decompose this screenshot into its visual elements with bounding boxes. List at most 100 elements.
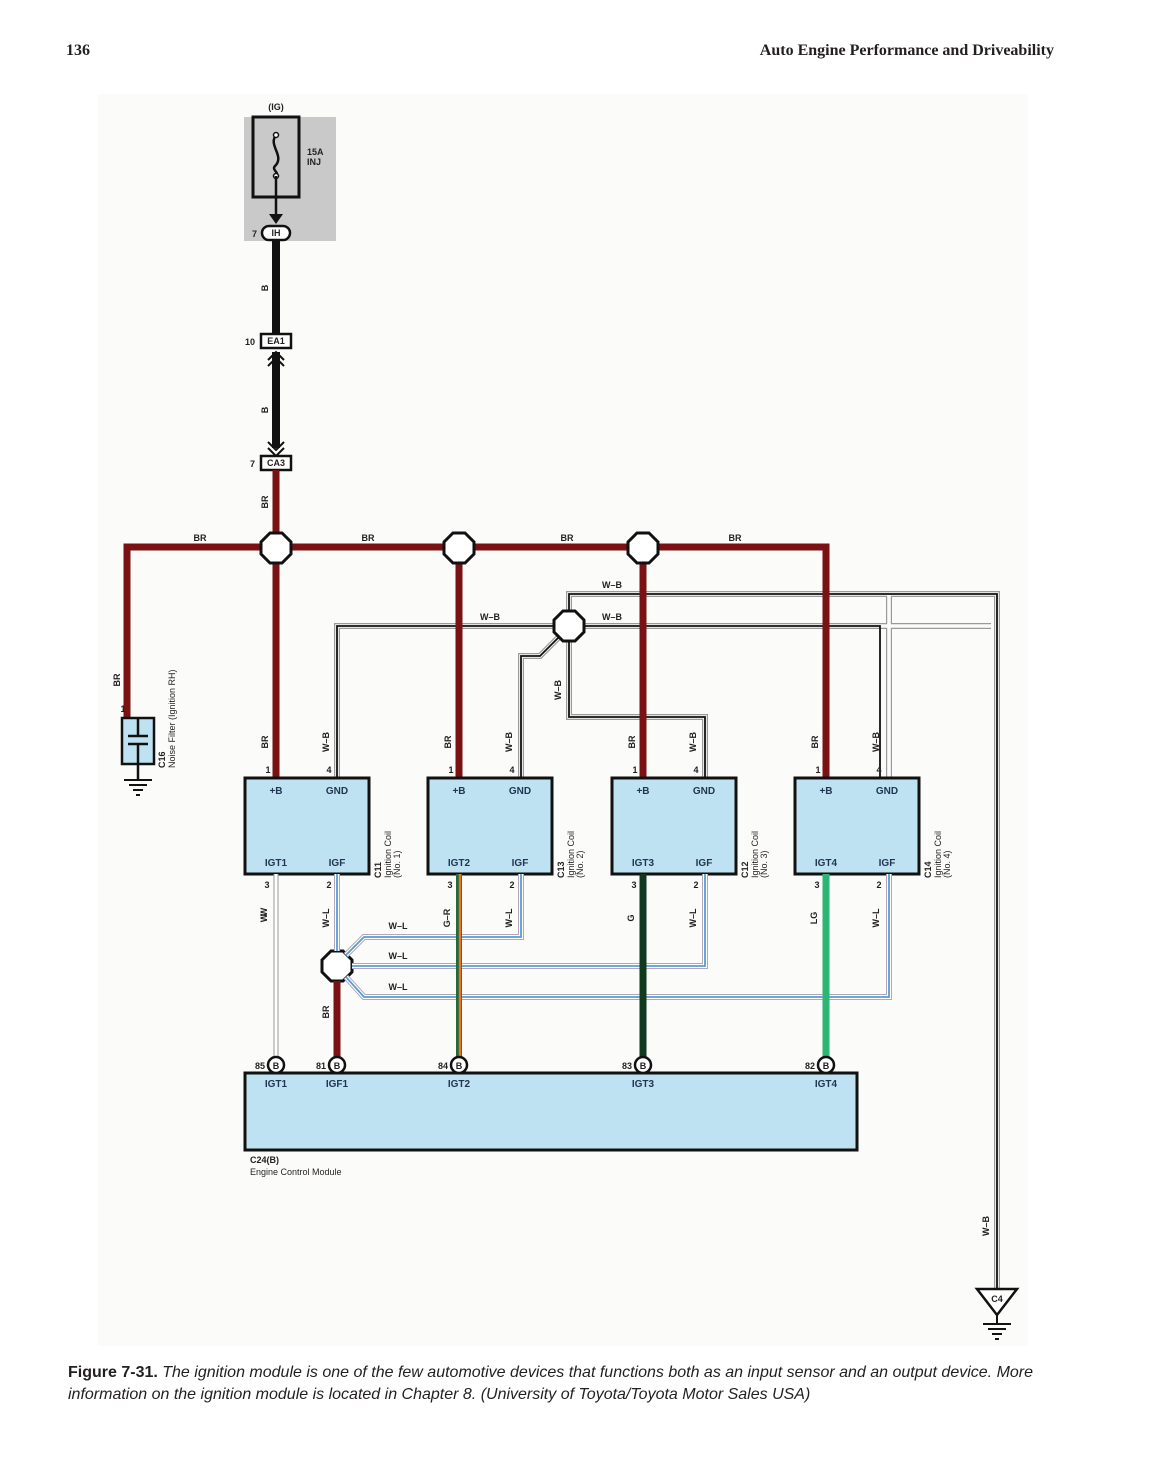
ecm-pin-number: 85 (255, 1061, 265, 1071)
pin-igt: 3 (447, 880, 452, 890)
wire-label-wb-top: W–B (602, 580, 623, 590)
wire-label-br-trunk: BR (260, 495, 270, 508)
wire-label-br-coil: BR (627, 735, 637, 748)
pin-igf: 2 (509, 880, 514, 890)
figure-caption-text: The ignition module is one of the few au… (68, 1364, 1034, 1403)
ground-point-triangle (974, 1287, 1020, 1318)
ecm-terminal-label: IGT2 (448, 1079, 471, 1090)
coil-code: C13 (556, 861, 566, 878)
wire-label-br-4: BR (729, 533, 742, 543)
wire-label-wb-coil: W–B (504, 732, 514, 753)
terminal-igf: IGF (696, 858, 713, 869)
coil-number: (No. 4) (942, 850, 952, 878)
pin-b: 1 (815, 765, 820, 775)
ca3-pin: 7 (250, 459, 255, 469)
terminal-plus-b: +B (819, 786, 832, 797)
ground-point-code: C4 (991, 1294, 1003, 1304)
pin-b: 1 (632, 765, 637, 775)
page-header: 136 Auto Engine Performance and Driveabi… (0, 40, 1156, 66)
ecm-connector-letter: B (334, 1061, 341, 1071)
ecm-connector-letter: B (640, 1061, 647, 1071)
pin-igt: 3 (631, 880, 636, 890)
wire-label-br-2: BR (362, 533, 375, 543)
coil-code: C12 (740, 861, 750, 878)
wire-label-wl-2: W–L (389, 951, 409, 961)
ecm-pin-number: 84 (438, 1061, 448, 1071)
wire-label-wb-mid-left: W–B (480, 612, 501, 622)
splice-1 (259, 531, 293, 565)
wire-label-br-filter: BR (112, 673, 122, 686)
coil-number: (No. 2) (575, 850, 585, 878)
coil-name: Ignition Coil (566, 831, 576, 878)
terminal-plus-b: +B (452, 786, 465, 797)
ecm-pin-number: 83 (622, 1061, 632, 1071)
coil-body (243, 776, 371, 876)
ground-icon-c4 (983, 1315, 1011, 1340)
terminal-gnd: GND (509, 786, 531, 797)
wire-label-wb-mid-right: W–B (602, 612, 623, 622)
coil-number: (No. 3) (759, 850, 769, 878)
wire-label-wl-1: W–L (389, 921, 409, 931)
wire-label-igt: G (626, 914, 636, 921)
running-title: Auto Engine Performance and Driveability (759, 42, 1054, 59)
ecm-terminal-label: IGT4 (815, 1079, 838, 1090)
ecm-pin-number: 82 (805, 1061, 815, 1071)
wire-label-igt: W (259, 913, 269, 922)
terminal-igt: IGT2 (448, 858, 471, 869)
noise-filter-pin: 1 (120, 704, 125, 714)
ecm-terminal-label: IGF1 (326, 1079, 349, 1090)
terminal-gnd: GND (876, 786, 898, 797)
wire-label-b-lower: B (260, 406, 270, 413)
terminal-igt: IGT1 (265, 858, 288, 869)
wire-label-wl-coil: W–L (504, 908, 514, 928)
noise-filter-name: Noise Filter (Ignition RH) (167, 669, 177, 768)
terminal-igf: IGF (329, 858, 346, 869)
coil-code: C14 (923, 861, 933, 878)
coil-name: Ignition Coil (383, 831, 393, 878)
wire-label-wl-coil: W–L (871, 908, 881, 928)
pin-b: 1 (448, 765, 453, 775)
terminal-gnd: GND (693, 786, 715, 797)
wire-label-b-upper: B (260, 284, 270, 291)
coil-name: Ignition Coil (933, 831, 943, 878)
ca3-code: CA3 (267, 458, 285, 468)
terminal-igt: IGT3 (632, 858, 655, 869)
capacitor-icon (128, 718, 148, 780)
wire-gr-igt2 (456, 874, 462, 1058)
wire-label-wl-coil: W–L (688, 908, 698, 928)
wire-label-br-3: BR (561, 533, 574, 543)
wire-label-igt: LG (809, 912, 819, 925)
fuse-block-background (244, 117, 336, 241)
fuse-name: INJ (307, 157, 321, 167)
pin-igf: 2 (876, 880, 881, 890)
wire-label-br-igf1: BR (321, 1005, 331, 1018)
ea1-pin: 10 (245, 337, 255, 347)
pin-gnd: 4 (509, 765, 514, 775)
wire-label-wb-vertical: W–B (553, 680, 563, 701)
coil-number: (No. 1) (392, 850, 402, 878)
ecm-name: Engine Control Module (250, 1167, 342, 1177)
wire-label-wl-coil: W–L (321, 908, 331, 928)
ground-icon (124, 779, 152, 796)
ecm-terminal-label: IGT1 (265, 1079, 288, 1090)
pin-gnd: 4 (326, 765, 331, 775)
wire-label-wb-coil: W–B (321, 732, 331, 753)
noise-filter-code: C16 (157, 751, 167, 768)
wire-label-wb-coil: W–B (871, 732, 881, 753)
splice-2 (442, 531, 476, 565)
ecm-connector-letter: B (273, 1061, 280, 1071)
wire-label-igt: G–R (442, 908, 452, 927)
wire-label-br-1: BR (194, 533, 207, 543)
terminal-igf: IGF (512, 858, 529, 869)
